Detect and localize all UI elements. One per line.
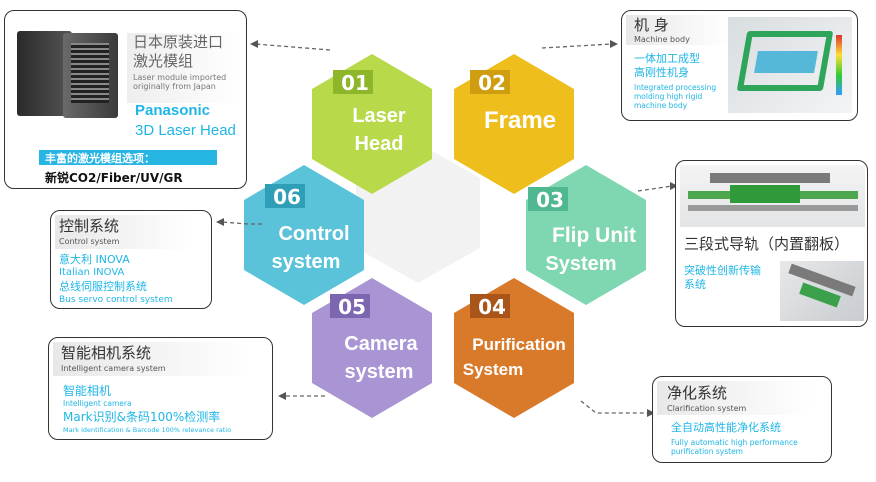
- frame-desc-cn2: 高刚性机身: [634, 66, 689, 79]
- arrowhead-laser: [250, 40, 258, 48]
- control-line3: 总线伺服控制系统: [59, 280, 147, 293]
- hexagon-04-line1: Purification: [472, 335, 566, 354]
- connector-frame: [541, 43, 613, 49]
- flip-conveyor-image: [780, 261, 864, 321]
- flip-unit-desc2: 系统: [684, 278, 706, 291]
- camera-line2: Intelligent camera: [63, 399, 132, 408]
- hexagon-02-number: 02: [478, 71, 506, 95]
- laser-box: 日本原装进口 激光模组 Laser module imported origin…: [4, 10, 247, 189]
- camera-header-bg: [53, 342, 253, 376]
- frame-desc-en2: molding high rigid: [634, 92, 703, 101]
- hexagon-frame: 02 Frame: [454, 54, 574, 194]
- laser-en2: originally from Japan: [133, 82, 216, 91]
- frame-header-bg: [626, 15, 730, 45]
- laser-options-label: 丰富的激光模组选项：: [45, 152, 155, 165]
- hexagon-laser-head: 01 Laser Head: [312, 54, 432, 194]
- laser-module-image: [17, 31, 72, 116]
- purification-line2: Fully automatic high performance: [671, 438, 798, 447]
- hexagon-06-line2: system: [272, 251, 341, 273]
- camera-title-cn: 智能相机系统: [61, 344, 152, 362]
- frame-title-cn: 机 身: [634, 16, 669, 34]
- hexagon-06-line1: Control: [278, 223, 349, 245]
- camera-title-en: Intelligent camera system: [61, 364, 166, 373]
- hexagon-control: 06 Control system: [244, 165, 364, 305]
- hexagon-04-number: 04: [478, 295, 506, 319]
- hexagon-01-line1: Laser: [352, 105, 406, 127]
- hexagon-06-number: 06: [273, 185, 301, 209]
- control-line1: 意大利 INOVA: [59, 253, 130, 266]
- hexagon-05-number: 05: [338, 295, 366, 319]
- laser-title-cn2: 激光模组: [133, 52, 194, 70]
- arrowhead-control: [216, 218, 224, 226]
- arrowheads: [216, 40, 678, 417]
- hexagon-05-line2: system: [345, 361, 414, 383]
- laser-brand: Panasonic: [135, 102, 211, 119]
- hexagon-03-line1: Flip Unit: [552, 224, 636, 247]
- machine-body-image: [728, 17, 852, 113]
- hexagon-02-line1: Frame: [484, 107, 556, 134]
- purification-title-en: Clarification system: [667, 404, 747, 413]
- hexagon-01-line2: Head: [355, 133, 404, 155]
- frame-box: 机 身 Machine body 一体加工成型 高刚性机身 Integrated…: [621, 10, 858, 121]
- arrowhead-flip: [670, 182, 678, 190]
- laser-head-label: 3D Laser Head: [135, 122, 236, 139]
- hexagon-04-line2: System: [463, 360, 523, 379]
- purification-box: 净化系统 Clarification system 全自动高性能净化系统 Ful…: [652, 376, 832, 463]
- frame-desc-en1: Integrated processing: [634, 83, 717, 92]
- hexagon-purification: 04 Purification System: [454, 278, 574, 418]
- laser-options-banner: [39, 150, 217, 165]
- flip-unit-box: 三段式导轨（内置翻板） 突破性创新传输 系统: [675, 160, 868, 327]
- frame-title-en: Machine body: [634, 35, 690, 44]
- hexagon-camera: 05 Camera system: [312, 278, 432, 418]
- control-title-en: Control system: [59, 237, 120, 246]
- camera-box: 智能相机系统 Intelligent camera system 智能相机 In…: [48, 337, 273, 440]
- control-line4: Bus servo control system: [59, 295, 173, 305]
- hexagon-05-line1: Camera: [344, 333, 418, 355]
- connector-purify: [580, 400, 650, 414]
- purification-line1: 全自动高性能净化系统: [671, 421, 781, 434]
- flip-rail-image: [680, 165, 865, 227]
- frame-desc-cn1: 一体加工成型: [634, 52, 700, 65]
- connector-laser: [254, 43, 331, 51]
- hexagon-flip-unit: 03 Flip Unit System: [526, 165, 646, 305]
- frame-desc-en3: machine body: [634, 101, 688, 110]
- hexagon-03-line2: System: [545, 253, 616, 275]
- connector-flip: [637, 185, 673, 192]
- hexagon-01-number-bg: [333, 70, 373, 94]
- hexagon-01-number: 01: [341, 71, 369, 95]
- camera-line1: 智能相机: [63, 384, 112, 398]
- hexagon-03-number: 03: [536, 188, 564, 212]
- connector-control: [221, 221, 262, 225]
- arrowhead-purify: [647, 409, 655, 417]
- laser-title-cn1: 日本原装进口: [133, 33, 224, 51]
- purification-title-cn: 净化系统: [667, 384, 728, 402]
- laser-module-image-2: [63, 33, 118, 118]
- arrowhead-frame: [610, 40, 618, 48]
- control-title-cn: 控制系统: [59, 217, 120, 235]
- control-line2: Italian INOVA: [59, 267, 125, 278]
- arrowhead-camera: [278, 392, 286, 400]
- laser-header-bg: [127, 33, 242, 103]
- flip-unit-title: 三段式导轨（内置翻板）: [684, 235, 850, 253]
- control-box: 控制系统 Control system 意大利 INOVA Italian IN…: [50, 210, 212, 309]
- laser-options-list: 新锐CO2/Fiber/UV/GR: [45, 171, 183, 185]
- camera-line4: Mark identification & Barcode 100% relev…: [63, 426, 232, 434]
- laser-en1: Laser module imported: [133, 73, 227, 82]
- connectors: [221, 43, 673, 414]
- purification-line3: purification system: [671, 447, 743, 456]
- camera-line3: Mark识别&条码100%检测率: [63, 410, 221, 424]
- purification-header-bg: [657, 381, 813, 415]
- control-header-bg: [55, 215, 195, 249]
- flip-unit-desc1: 突破性创新传输: [684, 264, 761, 277]
